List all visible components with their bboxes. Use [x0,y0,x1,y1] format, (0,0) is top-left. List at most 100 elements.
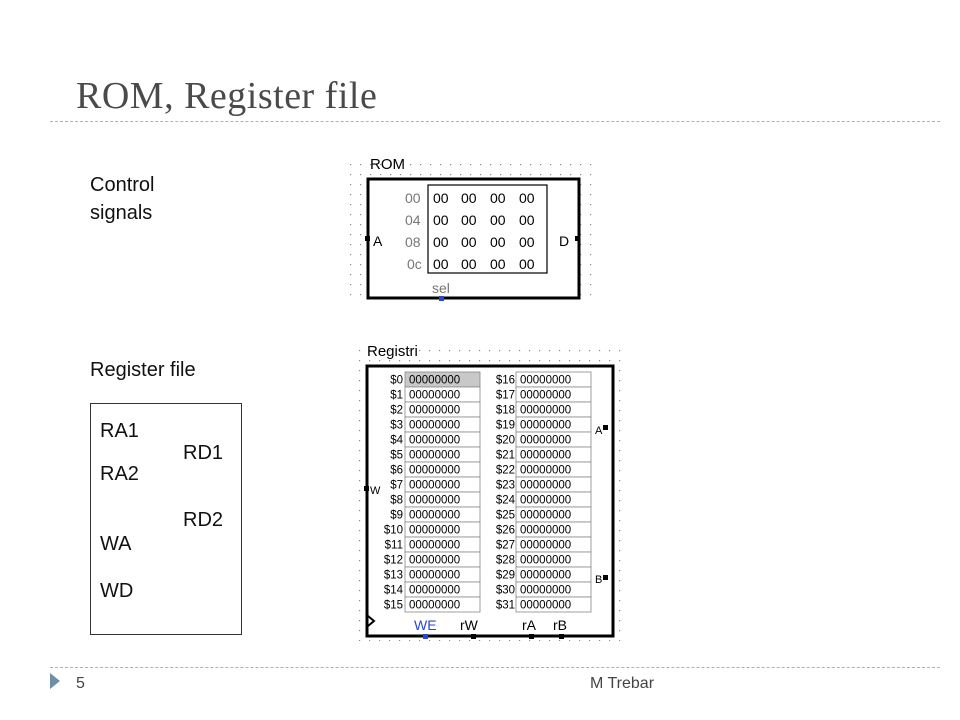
register-value: 00000000 [409,405,460,417]
register-name: $25 [496,510,515,522]
pin-rd2: RD2 [183,509,224,531]
register-value: 00000000 [520,555,571,567]
rom-port-a-label: A [373,233,383,249]
register-name: $26 [496,525,515,537]
rom-port-sel-dot[interactable] [439,296,444,301]
rom-port-d-dot[interactable] [575,236,580,241]
rom-port-a-dot[interactable] [365,236,370,241]
register-name: $20 [496,435,515,447]
registri-title: Registri [367,343,418,360]
registri-port-ra-dot[interactable] [529,634,534,639]
rom-cell: 00 [461,256,477,272]
register-name: $11 [385,540,403,552]
registri-port-b-dot[interactable] [603,575,608,580]
register-name: $9 [390,510,403,522]
register-value: 00000000 [520,570,571,582]
register-value: 00000000 [520,420,571,432]
footer-divider [50,667,940,668]
register-value-cell [515,596,592,613]
rom-cell: 00 [461,190,477,206]
registri-port-b-label: B [595,574,602,586]
registri-port-rw-label: rW [460,617,479,633]
rom-cell: 00 [490,190,506,206]
registri-port-rb-label: rB [553,617,567,633]
register-value: 00000000 [520,390,571,402]
register-name: $29 [496,570,515,582]
rom-cell: 00 [490,256,506,272]
rom-addr-0: 00 [405,190,421,206]
register-name: $28 [496,555,515,567]
pin-ra2: RA2 [100,463,139,485]
register-value: 00000000 [409,450,460,462]
register-name: $0 [390,375,403,387]
register-name: $6 [390,465,403,477]
rom-diagram: ROM 00 04 08 0c 00 00 00 00 00 00 00 00 … [350,156,600,303]
register-value: 00000000 [520,525,571,537]
register-file-block [90,403,242,635]
registri-port-we-dot[interactable] [423,634,428,639]
registri-port-rb-dot[interactable] [559,634,564,639]
title-divider [50,121,940,122]
rom-cell: 00 [519,234,535,250]
register-value: 00000000 [520,465,571,477]
register-name: $17 [496,390,515,402]
register-name: $14 [384,585,404,597]
register-value-cell [404,596,481,613]
rom-cell: 00 [433,212,449,228]
pin-rd1: RD1 [183,442,224,464]
registri-port-rw-dot[interactable] [471,634,476,639]
register-value: 00000000 [409,555,460,567]
rom-cell: 00 [433,234,449,250]
register-value: 00000000 [520,600,571,612]
register-name: $18 [496,405,515,417]
footer-author: M Trebar [590,675,655,692]
register-value: 00000000 [409,465,460,477]
rom-cell: 00 [519,190,535,206]
register-file-label: Register file [90,359,196,381]
register-name: $22 [496,465,515,477]
registri-port-a-dot[interactable] [603,425,608,430]
rom-cell: 00 [461,212,477,228]
rom-port-sel-label: sel [432,280,450,296]
register-name: $8 [390,495,403,507]
register-name: $19 [496,420,515,432]
register-name: $21 [496,450,515,462]
registri-port-a-label: A [595,425,603,437]
register-name: $24 [496,495,516,507]
register-value: 00000000 [520,495,571,507]
register-value: 00000000 [520,540,571,552]
register-name: $4 [390,435,403,447]
pin-wd: WD [100,580,134,602]
rom-cell: 00 [519,256,535,272]
rom-cell: 00 [490,212,506,228]
register-value: 00000000 [520,375,571,387]
register-name: $31 [496,600,515,612]
registri-port-w-label: W [370,485,381,497]
register-name: $1 [390,390,403,402]
register-value: 00000000 [520,435,571,447]
register-value: 00000000 [409,540,460,552]
register-value: 00000000 [409,390,460,402]
rom-cell: 00 [519,212,535,228]
register-name: $30 [496,585,515,597]
register-name: $13 [384,570,403,582]
register-value: 00000000 [409,570,460,582]
register-value: 00000000 [409,420,460,432]
register-value: 00000000 [409,480,460,492]
register-value: 00000000 [520,585,571,597]
control-signals-label: Control signals [90,171,154,227]
rom-cell: 00 [433,256,449,272]
rom-cell: 00 [461,234,477,250]
pin-ra1: RA1 [100,420,139,442]
register-name: $2 [390,405,403,417]
register-value: 00000000 [520,450,571,462]
page-number: 5 [76,675,85,692]
rom-cell: 00 [433,190,449,206]
rom-addr-2: 08 [405,234,421,250]
registri-port-w-dot[interactable] [364,486,369,491]
register-value: 00000000 [520,405,571,417]
slide-title: ROM, Register file [76,75,378,117]
register-value: 00000000 [409,585,460,597]
rom-port-d-label: D [559,233,569,249]
